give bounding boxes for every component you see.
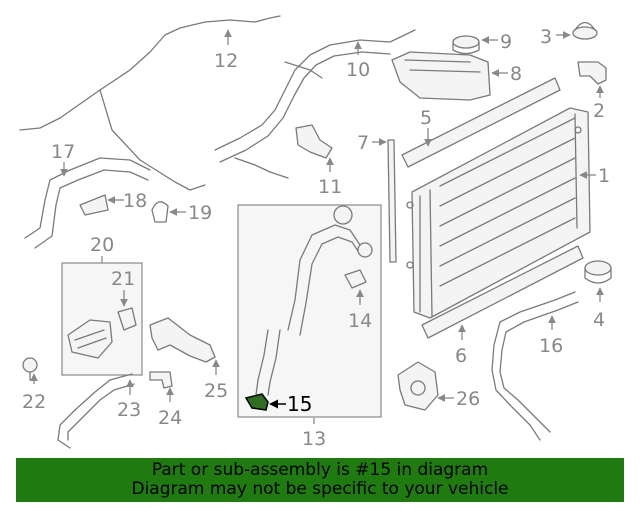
part-2-bracket[interactable] [577, 61, 607, 85]
part-10-upper-hose[interactable] [214, 29, 416, 179]
part-26-housing[interactable] [397, 361, 439, 411]
callout-25: 25 [204, 359, 228, 402]
svg-text:5: 5 [420, 107, 432, 129]
callout-20: 20 [90, 234, 114, 263]
svg-text:13: 13 [302, 428, 326, 450]
svg-text:25: 25 [204, 380, 228, 402]
callout-16: 16 [539, 315, 563, 357]
part-8-reservoir[interactable] [391, 51, 491, 101]
svg-text:12: 12 [214, 50, 238, 72]
svg-text:7: 7 [357, 132, 369, 154]
part-25-hose[interactable] [149, 317, 216, 363]
svg-text:19: 19 [188, 202, 212, 224]
callout-23: 23 [117, 379, 141, 421]
svg-text:15: 15 [287, 392, 312, 416]
banner-line-2: Diagram may not be specific to your vehi… [131, 479, 509, 499]
part-23-hose[interactable] [57, 373, 135, 449]
part-22-bolt[interactable] [22, 357, 38, 381]
info-banner: Part or sub-assembly is #15 in diagram D… [16, 458, 624, 502]
svg-text:16: 16 [539, 335, 563, 357]
part-15-highlight[interactable] [244, 393, 269, 411]
callout-12: 12 [214, 29, 238, 72]
part-5-seal[interactable] [401, 77, 561, 168]
callout-18: 18 [107, 190, 147, 212]
part-9-cap[interactable] [452, 35, 480, 55]
svg-text:20: 20 [90, 234, 114, 256]
callout-24: 24 [158, 387, 182, 429]
part-4-mount[interactable] [584, 260, 612, 284]
svg-text:2: 2 [593, 100, 605, 122]
part-17-hose[interactable] [24, 157, 151, 249]
svg-text:21: 21 [111, 268, 135, 290]
part-3-grommet[interactable] [572, 21, 598, 40]
svg-text:17: 17 [51, 141, 75, 163]
svg-text:4: 4 [593, 309, 605, 331]
callout-21: 21 [111, 268, 135, 307]
part-7-seal[interactable] [387, 139, 397, 263]
callout-13: 13 [302, 418, 326, 450]
svg-text:26: 26 [456, 388, 480, 410]
svg-text:22: 22 [22, 391, 46, 413]
callout-9: 9 [481, 31, 512, 53]
callout-10: 10 [346, 41, 370, 81]
callout-15: 15 [269, 392, 312, 416]
svg-text:8: 8 [510, 63, 522, 85]
callout-14: 14 [348, 289, 372, 332]
svg-text:11: 11 [318, 176, 342, 198]
callout-8: 8 [491, 63, 522, 85]
part-24-elbow[interactable] [149, 371, 173, 389]
svg-text:14: 14 [348, 310, 372, 332]
part-20-group-box [61, 262, 143, 376]
callout-22: 22 [22, 373, 46, 413]
callout-1: 1 [579, 165, 610, 187]
callout-7: 7 [357, 132, 387, 154]
callout-19: 19 [169, 202, 212, 224]
svg-text:18: 18 [123, 190, 147, 212]
part-1-radiator[interactable] [406, 107, 591, 319]
parts-diagram: 1 2 3 4 5 6 7 8 9 10 11 12 [19, 15, 612, 450]
callout-5: 5 [420, 107, 432, 147]
part-18-clip[interactable] [79, 194, 109, 216]
svg-text:23: 23 [117, 399, 141, 421]
part-16-hose[interactable] [491, 291, 579, 441]
svg-text:1: 1 [598, 165, 610, 187]
svg-text:6: 6 [455, 345, 467, 367]
callout-11: 11 [318, 157, 342, 198]
part-6-seal[interactable] [421, 245, 584, 339]
callout-26: 26 [437, 388, 480, 410]
part-13-group-box [237, 204, 382, 418]
part-11-bracket[interactable] [295, 124, 333, 159]
svg-text:9: 9 [500, 31, 512, 53]
svg-text:24: 24 [158, 407, 182, 429]
callout-3: 3 [540, 26, 571, 48]
callout-17: 17 [51, 141, 75, 177]
part-19-clamp[interactable] [151, 201, 169, 223]
svg-text:10: 10 [346, 59, 370, 81]
callout-2: 2 [593, 85, 605, 122]
banner-line-1: Part or sub-assembly is #15 in diagram [151, 460, 489, 480]
svg-text:3: 3 [540, 26, 552, 48]
callout-6: 6 [455, 324, 467, 367]
callout-4: 4 [593, 287, 605, 331]
part-12-tube[interactable] [19, 15, 281, 191]
